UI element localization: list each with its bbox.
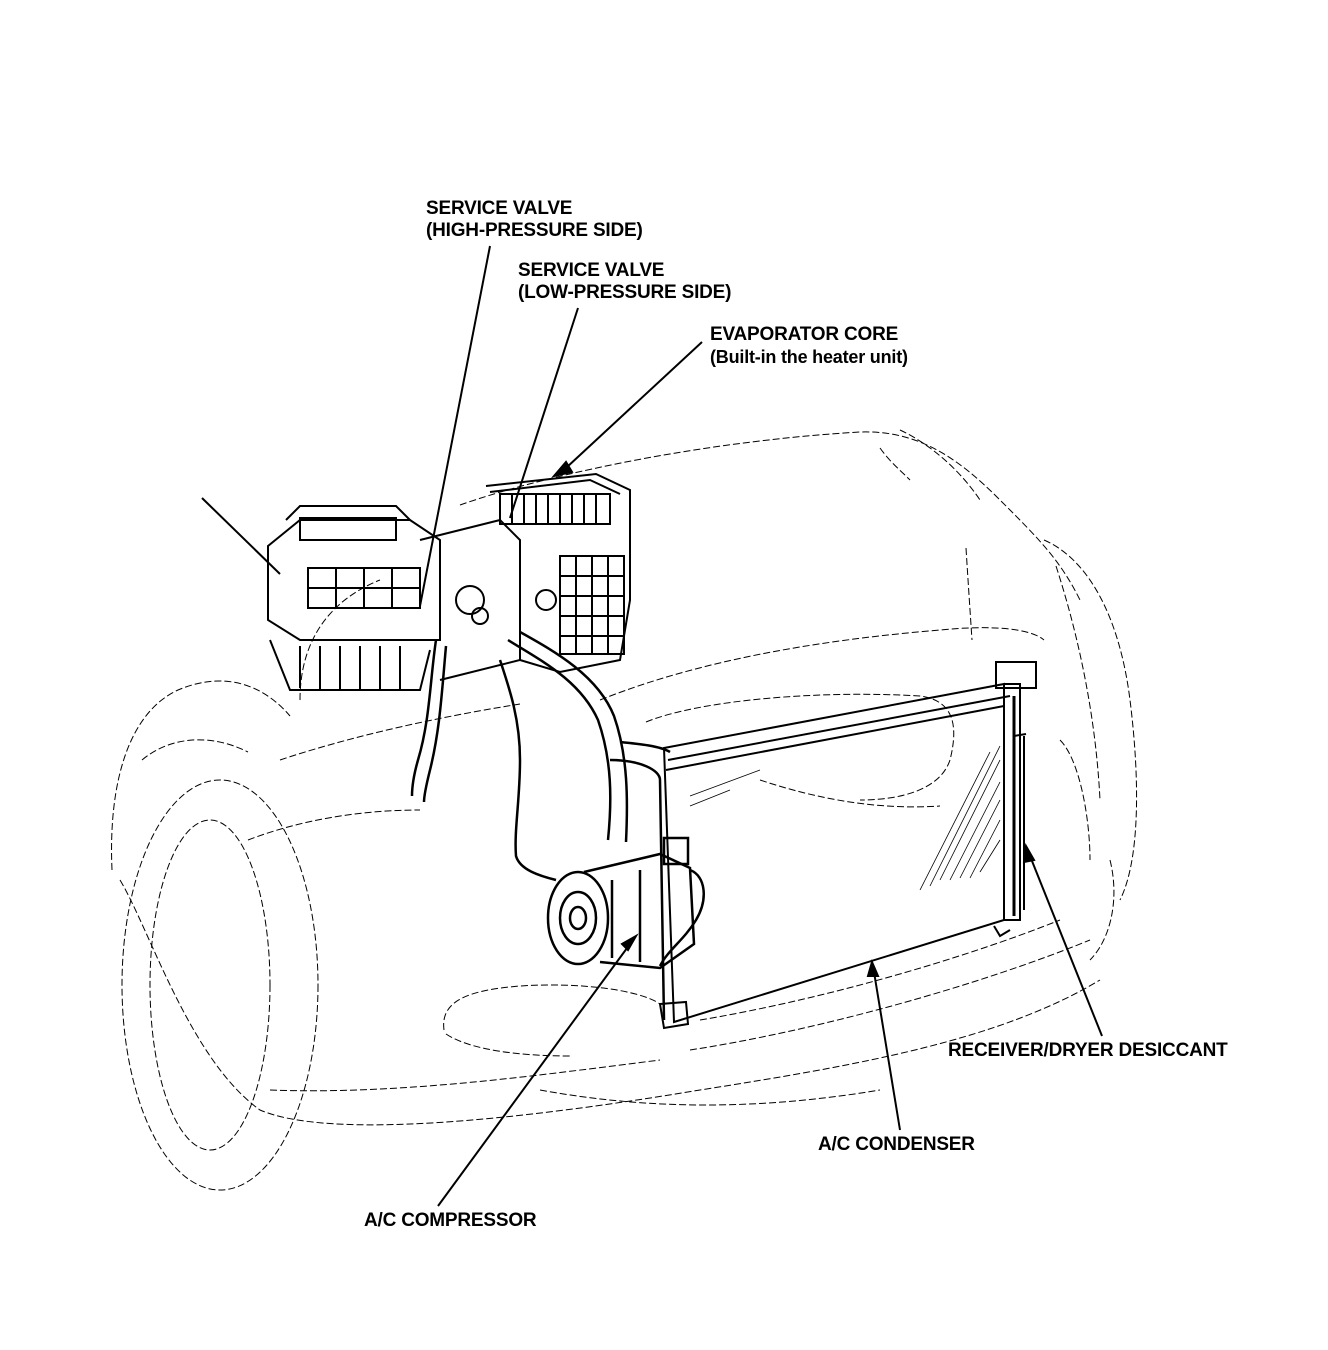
heater-unit [267,472,631,691]
compressor-label: A/C COMPRESSOR [364,1210,537,1231]
service-valve-high-label: SERVICE VALVE (HIGH-PRESSURE SIDE) [426,198,643,242]
service-valve-high-line1: SERVICE VALVE [426,198,573,219]
compressor-body [546,836,696,970]
evaporator-core-line1: EVAPORATOR CORE [710,324,899,345]
service-valve-low-label: SERVICE VALVE (LOW-PRESSURE SIDE) [518,260,731,304]
receiver-dryer-label: RECEIVER/DRYER DESICCANT [948,1040,1228,1061]
service-valve-high-line2: (HIGH-PRESSURE SIDE) [426,220,643,241]
service-valve-low-line2: (LOW-PRESSURE SIDE) [518,282,732,303]
evaporator-core-line2: (Built-in the heater unit) [710,347,908,367]
condenser-label: A/C CONDENSER [818,1134,975,1155]
evaporator-core-label: EVAPORATOR CORE (Built-in the heater uni… [710,324,908,368]
leader-lines [201,245,1103,1207]
refrigerant-lines [410,630,705,1021]
condenser-core-hatch [689,745,1001,891]
service-valve-low-line1: SERVICE VALVE [518,260,665,281]
car-body-outline [111,429,1138,1191]
condenser-body [658,661,1037,1030]
